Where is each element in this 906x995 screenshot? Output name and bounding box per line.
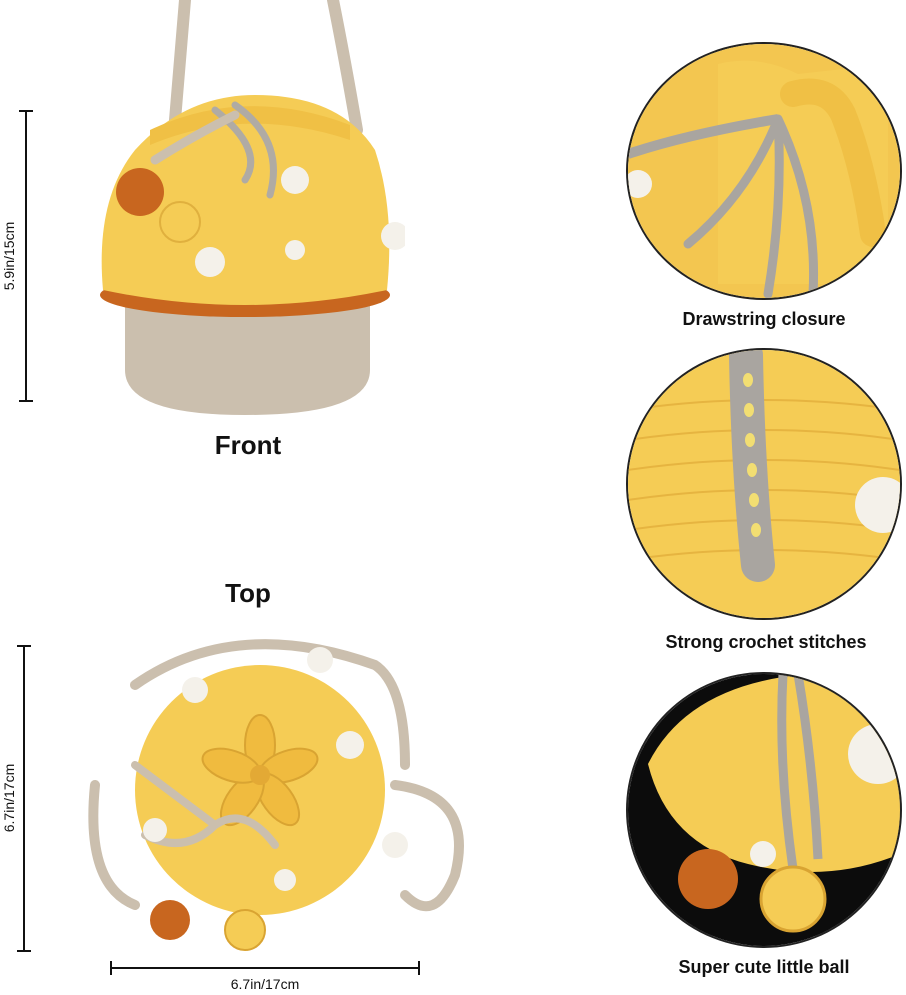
detail-stitches-image <box>626 348 902 620</box>
front-height-dimension-line <box>16 110 36 402</box>
detail-drawstring-image <box>626 42 902 300</box>
detail-ball-image <box>626 672 902 948</box>
top-width-dimension-label: 6.7in/17cm <box>230 976 300 992</box>
top-bag-image <box>75 625 475 955</box>
detail-ball-caption: Super cute little ball <box>678 957 850 977</box>
front-bag-image <box>95 0 405 420</box>
front-view-label: Front <box>214 430 282 460</box>
top-view-label: Top <box>225 578 271 608</box>
top-height-dimension-label: 6.7in/17cm <box>1 763 17 833</box>
detail-stitches-caption: Strong crochet stitches <box>665 632 867 652</box>
detail-drawstring-caption: Drawstring closure <box>682 309 846 329</box>
front-height-dimension-label: 5.9in/15cm <box>1 221 17 291</box>
top-width-dimension-line <box>110 958 420 978</box>
top-height-dimension-line <box>14 645 34 952</box>
